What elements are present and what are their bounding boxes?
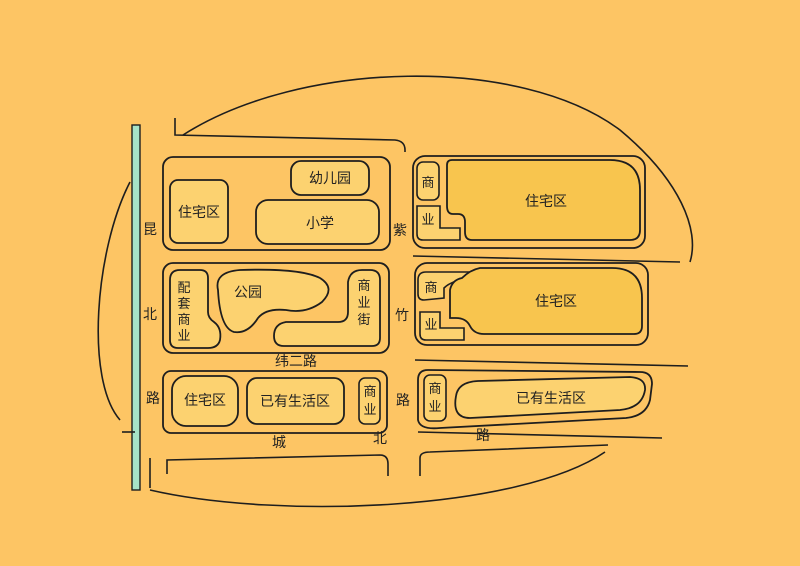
residential-nw-zone — [169, 179, 229, 244]
road-edge-weier-east — [414, 359, 689, 367]
road-bei-lu-char: 路 — [476, 428, 490, 444]
existing-living-e-label: 已有生活区 — [516, 391, 586, 407]
park-label: 公园 — [234, 285, 262, 301]
commerce-mid-label: 商 — [424, 281, 437, 296]
commerce-sw-zone — [358, 377, 381, 425]
road-kunbei-char-1: 昆 — [143, 222, 157, 238]
residential-sw-label: 住宅区 — [184, 393, 226, 409]
commercial-street-label-3: 街 — [357, 313, 370, 328]
existing-living-e-zone — [454, 376, 646, 419]
commerce-sw-label-2: 业 — [363, 403, 376, 418]
supporting-commerce-label-1: 配 — [177, 281, 190, 296]
road-weier-label: 纬二路 — [275, 354, 317, 370]
boundary-curve-south — [149, 451, 606, 508]
residential-e-label: 住宅区 — [535, 294, 577, 310]
road-zizhu-char-2: 竹 — [395, 308, 409, 324]
road-edge-chengbei-north — [417, 431, 663, 439]
residential-ne-zone — [446, 159, 641, 241]
road-kunbei-char-3: 路 — [146, 391, 160, 407]
residential-sw-zone — [171, 375, 239, 427]
school-zone — [255, 199, 380, 245]
school-label: 小学 — [306, 216, 334, 232]
road-zizhu-char-1: 紫 — [393, 223, 407, 239]
commerce-se-zone — [423, 374, 447, 422]
commerce-n-zone — [416, 161, 440, 201]
commercial-street-zone — [273, 269, 381, 347]
boundary-curve-west — [97, 181, 131, 421]
commerce-n-label: 商 — [421, 176, 434, 191]
road-chengbei-char-1: 城 — [272, 435, 286, 451]
commerce-sw-label-1: 商 — [363, 385, 376, 400]
road-edge-north — [174, 118, 406, 152]
commerce-se-label-2: 业 — [428, 400, 441, 415]
residential-e-zone — [449, 267, 643, 335]
industry-mid-label: 业 — [424, 318, 437, 333]
boundary-curve — [182, 75, 694, 263]
kindergarten-label: 幼儿园 — [309, 171, 351, 187]
existing-living-w-zone — [246, 377, 345, 425]
industry-mid-zone — [419, 311, 465, 341]
river — [131, 124, 141, 491]
road-zizhu-lu-char: 路 — [396, 393, 410, 409]
residential-nw-label: 住宅区 — [178, 205, 220, 221]
road-kunbei-char-2: 北 — [143, 307, 157, 323]
commercial-street-label-1: 商 — [357, 279, 370, 294]
industry-n-zone — [416, 205, 461, 241]
road-chengbei-char-2: 北 — [373, 431, 387, 447]
road-edge-south-west — [166, 454, 389, 476]
supporting-commerce-label-3: 商 — [177, 313, 190, 328]
road-edge-south-east — [419, 444, 609, 476]
kindergarten-zone — [290, 160, 370, 196]
supporting-commerce-label-2: 套 — [177, 296, 190, 312]
road-edge-zizhu-north — [412, 255, 681, 263]
supporting-commerce-label-4: 业 — [177, 329, 190, 344]
industry-n-label: 业 — [421, 213, 434, 228]
commerce-se-label-1: 商 — [428, 382, 441, 397]
commercial-street-label-2: 业 — [357, 296, 370, 311]
existing-living-w-label: 已有生活区 — [260, 394, 330, 410]
residential-ne-label: 住宅区 — [525, 194, 567, 210]
park-zone — [216, 268, 330, 334]
supporting-commerce-zone — [169, 269, 222, 349]
